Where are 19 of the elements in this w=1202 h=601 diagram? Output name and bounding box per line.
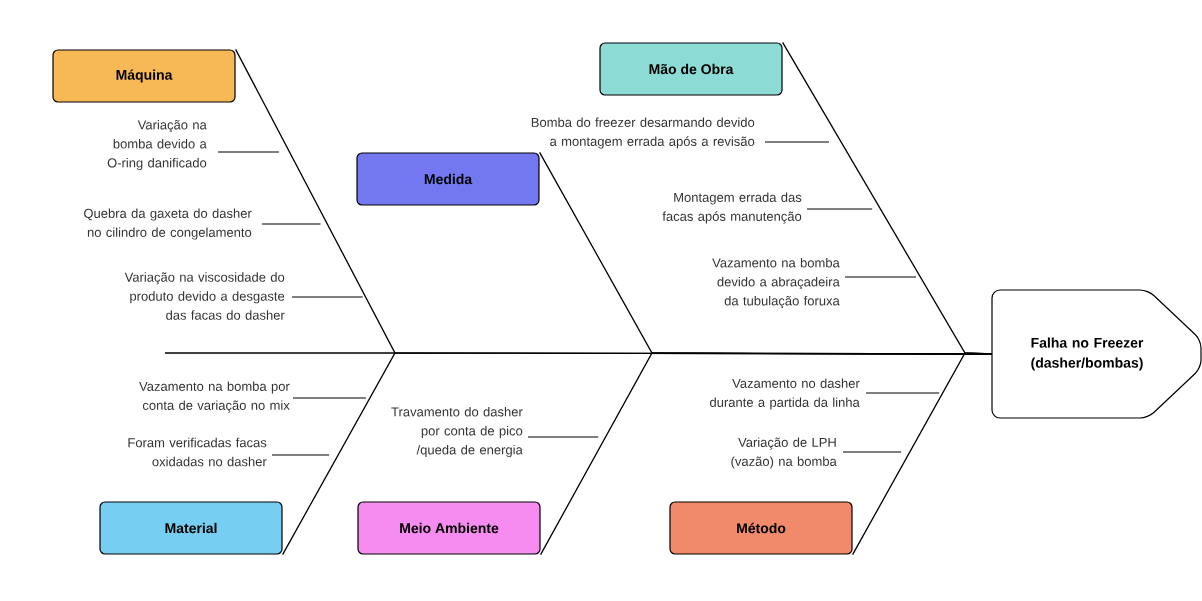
cause-text: Variação na viscosidade do produto devido a desgaste das facas do dasher bbox=[124, 272, 285, 320]
cause-text: Montagem errada das facas após manutenção bbox=[662, 192, 802, 224]
cause-text: Travamento do dasher por conta de pico /queda de energia bbox=[391, 406, 523, 458]
fishbone-line bbox=[851, 352, 993, 556]
cause-text: Variação de LPH (vazão) na bomba bbox=[731, 437, 837, 469]
category-box: Método bbox=[669, 501, 853, 555]
category-box: Material bbox=[99, 501, 283, 555]
cause-text: Vazamento na bomba devido a abraçadeira da tubulação foruxa bbox=[712, 257, 840, 309]
effect-head: Falha no Freezer (dasher/bombas) bbox=[991, 289, 1202, 419]
category-box: Mão de Obra bbox=[599, 42, 783, 96]
category-box: Máquina bbox=[52, 49, 236, 103]
category-box: Medida bbox=[356, 152, 540, 206]
cause-text: Vazamento no dasher durante a partida da linha bbox=[710, 378, 860, 410]
cause-text: Quebra da gaxeta do dasher no cilindro de congelamento bbox=[84, 208, 252, 240]
category-box: Meio Ambiente bbox=[357, 501, 541, 555]
cause-text: Vazamento na bomba por conta de variação no mix bbox=[139, 381, 290, 413]
cause-text: Variação na bomba devido a O-ring danificado bbox=[107, 119, 207, 171]
cause-text: Foram verificadas facas oxidadas no dasher bbox=[128, 437, 267, 467]
cause-text: Bomba do freezer desarmando devido a montagem errada após a revisão bbox=[531, 117, 755, 149]
